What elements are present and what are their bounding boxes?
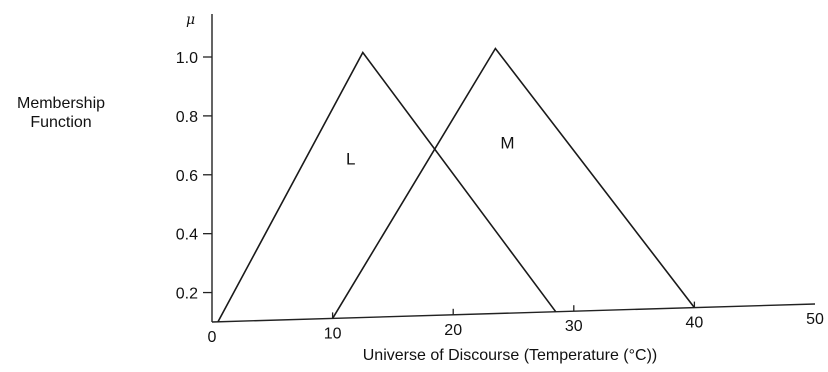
x-tick-label: 30 xyxy=(565,318,583,335)
x-tick-label: 40 xyxy=(686,315,704,332)
x-axis-title: Universe of Discourse (Temperature (°C)) xyxy=(363,347,657,364)
y-axis-title-line-1: Membership xyxy=(17,95,105,112)
series-label-m: M xyxy=(500,133,514,152)
y-axis-symbol: μ xyxy=(186,12,195,28)
y-tick-label: 0.6 xyxy=(176,168,198,185)
x-tick-label: 20 xyxy=(444,322,462,339)
x-axis-line xyxy=(211,303,816,323)
y-tick-label: 0.4 xyxy=(176,227,198,244)
axes xyxy=(211,14,816,323)
y-tick-label: 0.2 xyxy=(176,286,198,303)
text-labels: μ Membership Function Universe of Discou… xyxy=(17,12,824,364)
series-label-l: L xyxy=(346,150,355,169)
series-group xyxy=(217,47,696,323)
x-tick-label: 10 xyxy=(324,325,342,342)
x-tick-label: 50 xyxy=(806,311,824,328)
x-tick-label: 0 xyxy=(208,329,217,346)
series-line-m xyxy=(331,47,696,319)
y-tick-label: 0.8 xyxy=(176,109,198,126)
series-line-l xyxy=(217,51,557,323)
y-tick-label: 1.0 xyxy=(176,50,198,67)
y-axis-title-line-2: Function xyxy=(30,114,91,131)
tick-marks xyxy=(203,56,696,319)
